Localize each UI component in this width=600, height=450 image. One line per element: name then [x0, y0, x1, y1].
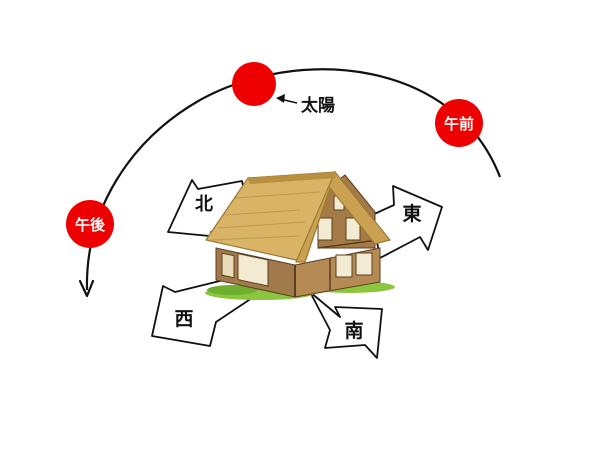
- south-label: 南: [344, 320, 363, 342]
- south-arrow: [309, 291, 383, 359]
- east-label: 東: [402, 202, 421, 225]
- morning-circle: [435, 99, 483, 147]
- sun-pointer-arrowhead: [276, 94, 285, 103]
- house-illustration: [205, 170, 395, 300]
- morning-label: 午前: [444, 115, 474, 133]
- afternoon-label: 午後: [75, 216, 106, 234]
- sun-path-arrowhead: [78, 279, 95, 298]
- sun-label: 太陽: [301, 95, 335, 116]
- afternoon-circle: [66, 200, 114, 248]
- north-label: 北: [195, 194, 213, 215]
- west-label: 西: [174, 308, 193, 330]
- sun-circle: [232, 62, 276, 106]
